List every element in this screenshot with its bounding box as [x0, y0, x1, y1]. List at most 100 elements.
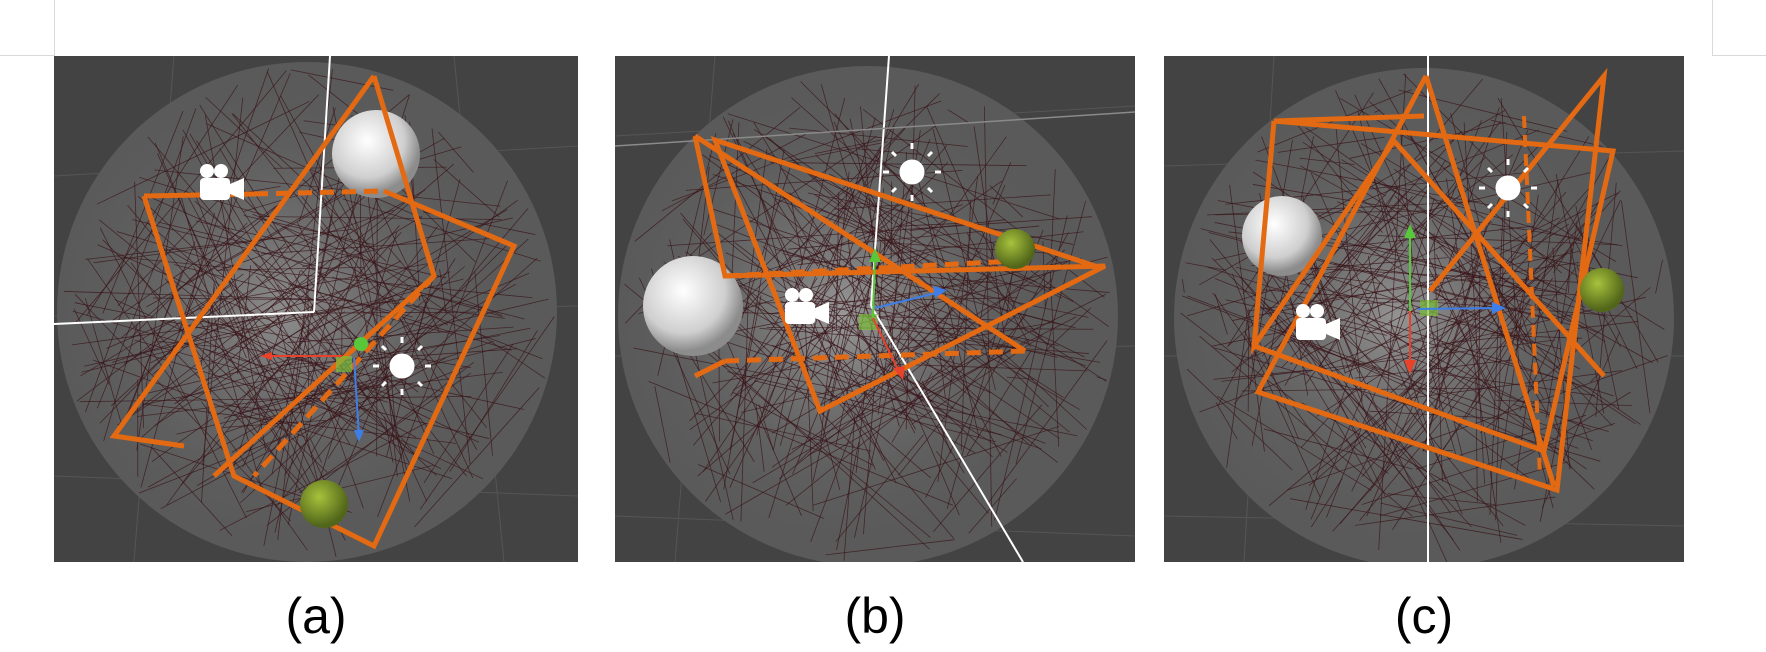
- ray-line: [1394, 195, 1613, 427]
- ray-line: [1621, 200, 1651, 414]
- ray-line: [1433, 233, 1443, 482]
- ray-line: [733, 172, 880, 312]
- ray-line: [1478, 271, 1481, 404]
- ray-line: [823, 208, 911, 358]
- ray-line: [854, 257, 1070, 433]
- ray-line: [1289, 498, 1523, 540]
- ray-line: [274, 137, 371, 533]
- ray-line: [1255, 294, 1428, 453]
- ray-line: [1357, 110, 1393, 254]
- ray-line: [1300, 365, 1377, 448]
- ray-line: [175, 316, 472, 369]
- ray-line: [414, 387, 540, 528]
- ray-line: [992, 162, 1012, 205]
- ray-line: [1380, 107, 1500, 475]
- ray-line: [1231, 154, 1513, 373]
- ray-line: [909, 219, 1006, 231]
- ray-line: [232, 113, 329, 203]
- ray-line: [685, 251, 1008, 453]
- ray-line: [376, 184, 378, 457]
- ray-line: [226, 340, 494, 433]
- ray-line: [889, 273, 1110, 293]
- ray-line: [895, 222, 964, 227]
- ray-line: [117, 94, 319, 307]
- ray-line: [1399, 298, 1511, 348]
- guide-line-diagonal: [870, 305, 1024, 562]
- ray-line: [215, 266, 364, 271]
- ray-line: [1229, 185, 1265, 452]
- ray-line: [834, 113, 875, 163]
- ray-line: [1247, 308, 1250, 412]
- ray-line: [1422, 240, 1485, 452]
- ray-line: [989, 185, 1023, 218]
- ray-line: [1217, 395, 1372, 491]
- sun-icon: [1479, 159, 1537, 217]
- ray-line: [1436, 321, 1639, 345]
- ray-line: [758, 404, 774, 450]
- ray-line: [384, 416, 394, 463]
- crop-mark-left-v: [54, 0, 55, 56]
- ray-line: [826, 389, 931, 479]
- moss-sphere: [995, 229, 1035, 269]
- ray-line: [146, 221, 418, 458]
- ray-line: [72, 310, 388, 403]
- ray-line: [719, 257, 1082, 336]
- ray-line: [755, 404, 765, 472]
- ray-line: [327, 258, 456, 459]
- ray-line: [1405, 224, 1492, 389]
- ray-line: [87, 258, 184, 398]
- ray-line: [1363, 217, 1560, 314]
- ray-line: [1305, 283, 1380, 510]
- ray-line: [178, 68, 269, 332]
- ray-line: [1361, 423, 1616, 505]
- ray-line: [791, 97, 895, 190]
- ray-line: [1431, 219, 1544, 399]
- ray-line: [797, 272, 992, 463]
- ray-line: [1490, 119, 1604, 147]
- ray-line: [301, 269, 467, 477]
- ray-line: [1326, 120, 1482, 518]
- ray-line: [723, 149, 785, 490]
- ray-line: [64, 291, 326, 301]
- ray-line: [291, 311, 475, 314]
- ray-line: [1387, 329, 1481, 408]
- ray-line: [1495, 399, 1633, 406]
- ray-line: [813, 426, 1060, 506]
- ray-line: [712, 174, 1037, 283]
- ray-line: [828, 173, 1074, 302]
- ray-line: [1312, 365, 1448, 476]
- ray-line: [187, 196, 305, 416]
- ray-line: [1050, 169, 1056, 255]
- ray-line: [158, 221, 267, 249]
- ray-line: [1252, 184, 1623, 247]
- ray-line: [1355, 317, 1538, 410]
- ray-line: [1277, 136, 1385, 153]
- ray-line: [758, 190, 841, 490]
- ray-line: [1446, 415, 1533, 482]
- ray-line: [1393, 370, 1623, 401]
- ray-line: [1365, 393, 1452, 514]
- ray-line: [150, 256, 355, 364]
- ray-line: [1286, 355, 1668, 491]
- ray-line: [1378, 73, 1407, 550]
- ray-line: [328, 399, 490, 439]
- camera-icon: [1296, 304, 1340, 340]
- ray-line: [309, 189, 387, 262]
- ray-line: [925, 232, 1069, 498]
- ray-line: [266, 71, 435, 455]
- ray-line: [769, 162, 1027, 167]
- ray-line: [930, 224, 956, 294]
- ray-line: [648, 381, 954, 506]
- white-sphere: [332, 110, 420, 198]
- ray-line: [1475, 380, 1478, 502]
- ray-line: [947, 109, 968, 123]
- ray-line: [96, 101, 310, 205]
- ray-line: [1354, 94, 1496, 405]
- crop-mark-left-h: [0, 55, 54, 56]
- ray-line: [1399, 190, 1621, 441]
- ray-line: [836, 441, 860, 551]
- ray-line: [259, 216, 502, 220]
- ray-line: [897, 369, 960, 516]
- transform-gizmo-icon: [260, 337, 368, 442]
- ray-line: [734, 242, 954, 409]
